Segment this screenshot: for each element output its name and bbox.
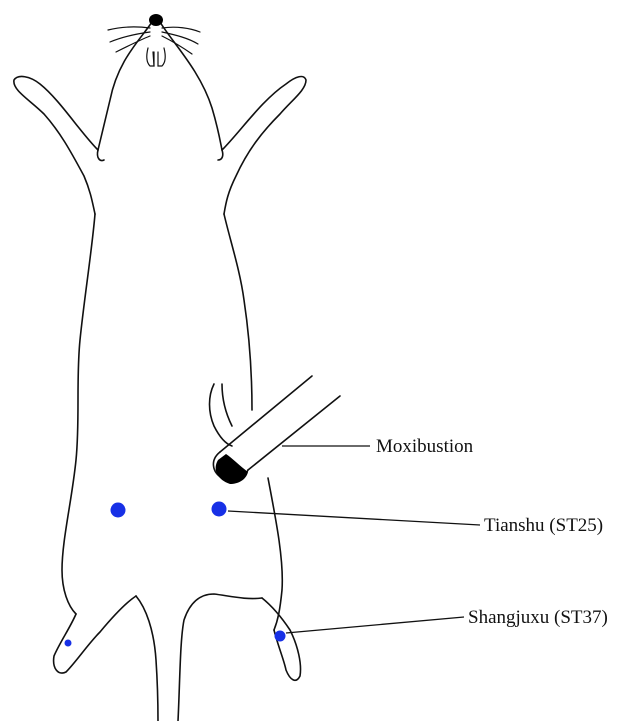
- shangjuxu-label: Shangjuxu (ST37): [468, 607, 608, 628]
- shangjuxu-point-right: [274, 630, 286, 642]
- tianshu-point-left: [110, 502, 126, 518]
- shangjuxu-leader-line: [285, 616, 465, 634]
- tianshu-point-right: [211, 501, 227, 517]
- moxibustion-label: Moxibustion: [376, 436, 474, 457]
- nose: [149, 14, 163, 26]
- tianshu-label: Tianshu (ST25): [484, 515, 603, 536]
- moxa-burning-tip: [215, 454, 248, 484]
- tianshu-leader-line: [227, 510, 481, 526]
- moxibustion-stick: [212, 375, 341, 484]
- shangjuxu-point-left: [64, 639, 72, 647]
- rat-outline: [13, 14, 307, 722]
